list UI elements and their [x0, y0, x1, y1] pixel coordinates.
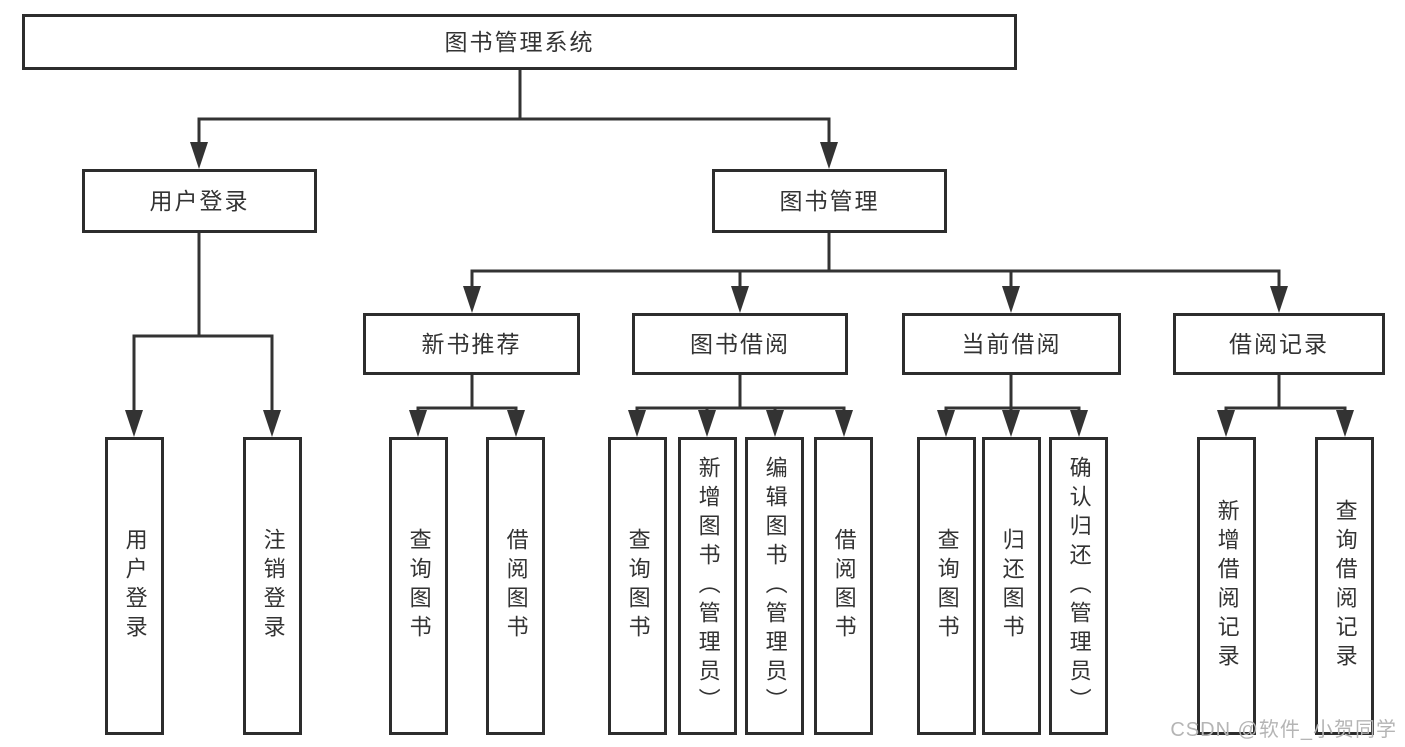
leaf-edit-book-admin: 编辑图书（管理员）: [745, 437, 804, 735]
leaf-borrow-books: 借阅图书: [814, 437, 873, 735]
csdn-watermark: CSDN @软件_小贺同学: [1170, 719, 1397, 741]
leaf-label: 借阅图书: [831, 528, 857, 644]
leaf-add-book-admin: 新增图书（管理员）: [678, 437, 737, 735]
node-new-book-recommend: 新书推荐: [363, 313, 580, 375]
connector-paths: [132, 70, 1347, 416]
leaf-label: 编辑图书（管理员）: [762, 455, 788, 717]
leaf-query-books-current: 查询图书: [917, 437, 976, 735]
leaf-label: 用户登录: [122, 528, 148, 644]
leaf-label: 查询借阅记录: [1332, 499, 1358, 673]
node-book-borrow: 图书借阅: [632, 313, 848, 375]
leaf-query-books-recommend: 查询图书: [389, 437, 448, 735]
leaf-confirm-return-admin: 确认归还（管理员）: [1049, 437, 1108, 735]
node-current-borrow: 当前借阅: [902, 313, 1121, 375]
leaf-borrow-books-recommend: 借阅图书: [486, 437, 545, 735]
leaf-label: 新增图书（管理员）: [695, 455, 721, 717]
node-library-management-system: 图书管理系统: [22, 14, 1017, 70]
leaf-return-book: 归还图书: [982, 437, 1041, 735]
leaf-label: 查询图书: [406, 528, 432, 644]
node-book-management: 图书管理: [712, 169, 947, 233]
leaf-label: 查询图书: [625, 528, 651, 644]
leaf-label: 归还图书: [999, 528, 1025, 644]
node-user-login: 用户登录: [82, 169, 317, 233]
leaf-label: 查询图书: [934, 528, 960, 644]
leaf-label: 新增借阅记录: [1214, 499, 1240, 673]
leaf-logout: 注销登录: [243, 437, 302, 735]
leaf-label: 注销登录: [260, 528, 286, 644]
leaf-query-borrow-record: 查询借阅记录: [1315, 437, 1374, 735]
leaf-label: 借阅图书: [503, 528, 529, 644]
node-borrow-records: 借阅记录: [1173, 313, 1385, 375]
arrowheads: [125, 142, 1354, 437]
leaf-label: 确认归还（管理员）: [1066, 455, 1092, 717]
leaf-user-login: 用户登录: [105, 437, 164, 735]
leaf-query-books-borrow: 查询图书: [608, 437, 667, 735]
leaf-add-borrow-record: 新增借阅记录: [1197, 437, 1256, 735]
